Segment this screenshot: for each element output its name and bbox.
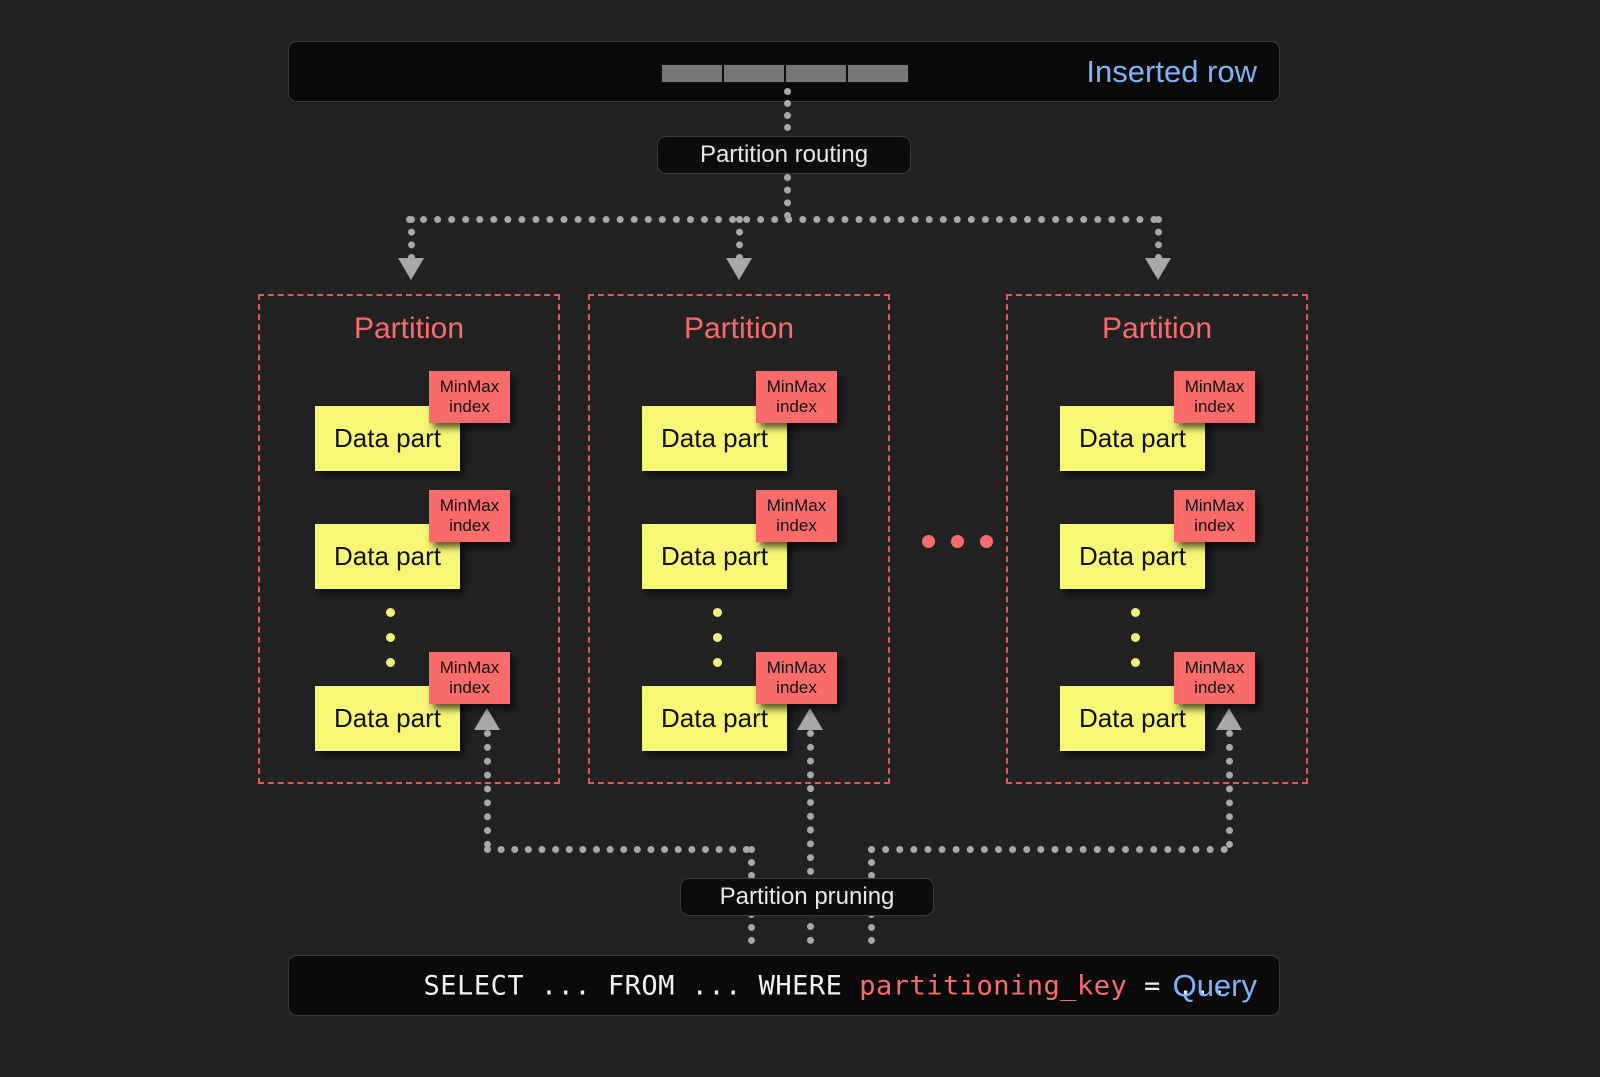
ellipsis-dot — [386, 658, 395, 667]
arrow-into-partition-1 — [398, 258, 424, 280]
partition-title: Partition — [683, 312, 795, 345]
data-part-box: Data part — [1060, 524, 1205, 589]
vertical-ellipsis — [1131, 608, 1140, 683]
minmax-line-2: index — [449, 397, 490, 416]
ellipsis-dot — [713, 658, 722, 667]
minmax-line-2: index — [1194, 397, 1235, 416]
connector-pruning-to-partition-3 — [1226, 730, 1233, 848]
minmax-index-box: MinMax index — [1174, 490, 1255, 542]
minmax-line-1: MinMax — [439, 658, 500, 678]
row-cell — [723, 64, 785, 83]
minmax-line-1: MinMax — [766, 377, 827, 397]
minmax-line-2: index — [1194, 516, 1235, 535]
query-partitioning-key: partitioning_key — [859, 970, 1128, 1001]
connector-pruning-to-partition-1 — [484, 730, 491, 848]
query-label: Query — [1172, 967, 1257, 1003]
minmax-line-2: index — [776, 678, 817, 697]
minmax-index-box: MinMax index — [1174, 371, 1255, 423]
partition-routing-box[interactable]: Partition routing — [657, 136, 911, 174]
partition-title: Partition — [353, 312, 465, 345]
ellipsis-dot — [980, 535, 993, 548]
minmax-line-1: MinMax — [1184, 658, 1245, 678]
minmax-line-1: MinMax — [766, 496, 827, 516]
ellipsis-dot — [1131, 633, 1140, 642]
arrow-into-data-part-3 — [1216, 708, 1242, 730]
arrow-into-partition-3 — [1145, 258, 1171, 280]
data-part-label: Data part — [661, 703, 768, 733]
data-part-box: Data part — [642, 686, 787, 751]
partition-pruning-box[interactable]: Partition pruning — [680, 878, 934, 916]
inserted-row-label: Inserted row — [1086, 53, 1257, 89]
data-part-label: Data part — [661, 541, 768, 571]
vertical-ellipsis — [386, 608, 395, 683]
partition-title: Partition — [1101, 312, 1213, 345]
partition-routing-label: Partition routing — [699, 141, 869, 168]
data-part-label: Data part — [1079, 423, 1186, 453]
row-cell — [785, 64, 847, 83]
minmax-line-1: MinMax — [766, 658, 827, 678]
minmax-index-box: MinMax index — [429, 652, 510, 704]
query-suffix: = ... — [1127, 970, 1228, 1001]
arrow-into-data-part-2 — [797, 708, 823, 730]
data-part-box: Data part — [315, 406, 460, 471]
minmax-index-box: MinMax index — [756, 371, 837, 423]
data-part-box: Data part — [1060, 406, 1205, 471]
data-part-label: Data part — [334, 423, 441, 453]
ellipsis-dot — [951, 535, 964, 548]
ellipsis-dot — [713, 608, 722, 617]
arrow-into-data-part-1 — [474, 708, 500, 730]
data-part-label: Data part — [1079, 703, 1186, 733]
data-part-label: Data part — [334, 541, 441, 571]
minmax-line-1: MinMax — [1184, 496, 1245, 516]
connector-bus-to-partition-1 — [408, 216, 415, 261]
connector-routing-bus — [406, 216, 1158, 223]
partition-pruning-label: Partition pruning — [719, 883, 895, 910]
connector-row-to-routing — [784, 88, 791, 143]
connector-pruning-to-partition-2 — [807, 730, 814, 944]
row-cell — [661, 64, 723, 83]
connector-bus-to-partition-2 — [736, 216, 743, 261]
ellipsis-dot — [1131, 658, 1140, 667]
minmax-index-box: MinMax index — [756, 490, 837, 542]
minmax-index-box: MinMax index — [429, 371, 510, 423]
row-cell — [847, 64, 909, 83]
partition-box-3: Partition MinMax index Data part MinMax … — [1006, 294, 1308, 784]
minmax-line-2: index — [449, 678, 490, 697]
minmax-index-box: MinMax index — [429, 490, 510, 542]
minmax-line-1: MinMax — [439, 377, 500, 397]
partition-box-1: Partition MinMax index Data part MinMax … — [258, 294, 560, 784]
data-part-label: Data part — [1079, 541, 1186, 571]
minmax-line-1: MinMax — [439, 496, 500, 516]
query-sql-text: SELECT ... FROM ... WHERE partitioning_k… — [323, 939, 1228, 1032]
ellipsis-dot — [713, 633, 722, 642]
connector-bus-to-partition-3 — [1155, 216, 1162, 261]
minmax-line-2: index — [776, 516, 817, 535]
ellipsis-dot — [1131, 608, 1140, 617]
query-bar: SELECT ... FROM ... WHERE partitioning_k… — [288, 955, 1280, 1016]
partition-box-2: Partition MinMax index Data part MinMax … — [588, 294, 890, 784]
connector-pruning-bus-left — [484, 846, 750, 853]
minmax-line-2: index — [776, 397, 817, 416]
ellipsis-dot — [922, 535, 935, 548]
partitions-ellipsis — [922, 535, 993, 548]
data-part-label: Data part — [661, 423, 768, 453]
connector-pruning-bus-right — [868, 846, 1228, 853]
minmax-line-2: index — [449, 516, 490, 535]
data-part-label: Data part — [334, 703, 441, 733]
ellipsis-dot — [386, 633, 395, 642]
minmax-line-2: index — [1194, 678, 1235, 697]
minmax-index-box: MinMax index — [756, 652, 837, 704]
inserted-row-cells — [661, 64, 909, 83]
arrow-into-partition-2 — [726, 258, 752, 280]
connector-routing-to-bus — [784, 174, 791, 219]
ellipsis-dot — [386, 608, 395, 617]
query-prefix: SELECT ... FROM ... WHERE — [423, 970, 860, 1001]
minmax-index-box: MinMax index — [1174, 652, 1255, 704]
vertical-ellipsis — [713, 608, 722, 683]
minmax-line-1: MinMax — [1184, 377, 1245, 397]
